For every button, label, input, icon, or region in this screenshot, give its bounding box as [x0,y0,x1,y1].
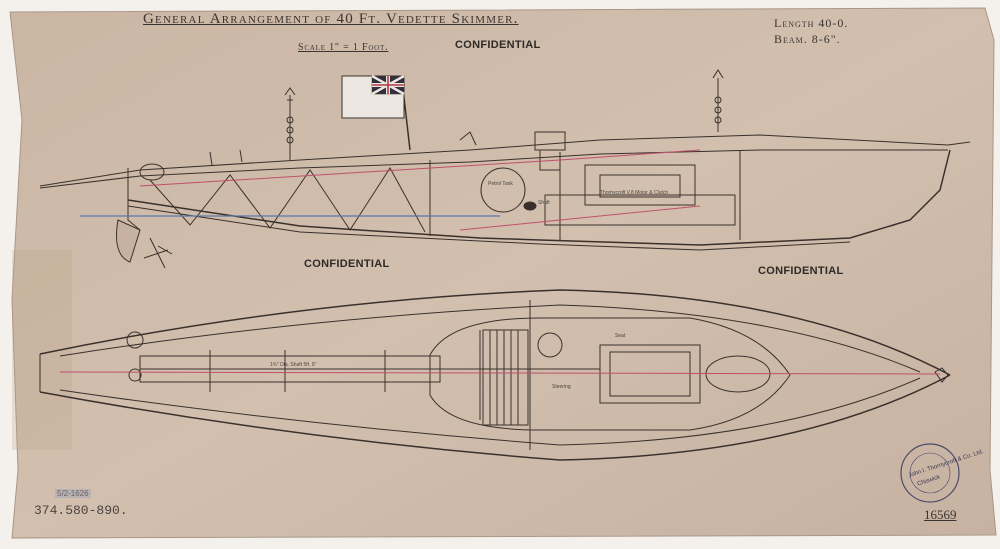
beam-spec: Beam. 8-6". [774,32,841,46]
union-flag-icon [341,74,405,119]
paper-sheet [9,7,997,539]
drawing-number: 16569 [924,507,957,522]
length-spec: Length 40-0. [774,16,849,30]
confidential-label-top: CONFIDENTIAL [455,39,541,51]
red-shaft-line-profile [459,205,701,231]
plan-view [39,289,951,461]
scale-label: Scale 1" = 1 Foot. [298,42,389,53]
engine-note: Thornycroft V.8 Motor & Clutch [600,190,669,196]
propeller-icon [143,237,173,269]
seat-note: Seat [615,333,626,339]
shaft-note: Shaft [538,200,550,206]
fuel-tank-note: Petrol Tank [488,181,513,187]
red-centre-line-plan [59,371,941,375]
drawing-title: General Arrangement of 40 Ft. Vedette Sk… [143,11,519,27]
company-stamp-icon [900,443,960,503]
reference-numbers: 374.580-890. [34,503,128,518]
steering-note: Steering [552,384,571,390]
shaft-plan-note: 1¾" Dia. Shaft 5ft. 9" [270,362,317,368]
rudder-icon [116,219,141,263]
profile-view [39,78,971,269]
confidential-label-right: CONFIDENTIAL [758,265,844,277]
red-centre-line-profile [139,149,701,187]
small-reference: 5/2-1626 [55,489,91,498]
lifting-hook-icon [284,69,724,144]
confidential-label-left: CONFIDENTIAL [304,258,390,270]
